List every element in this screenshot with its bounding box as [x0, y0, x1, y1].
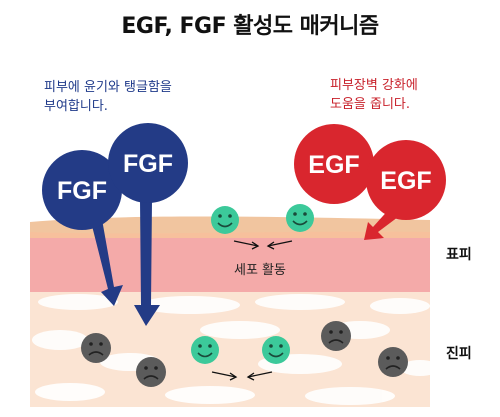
happy-cell: [262, 336, 290, 364]
fgf-arrow-1: [88, 208, 123, 306]
sad-cell: [136, 357, 166, 387]
dermis-label: 진피: [446, 346, 472, 362]
activity-arrows-dermis: [211, 371, 273, 381]
epidermis-inner-layer: [30, 238, 430, 296]
sad-cell: [378, 347, 408, 377]
sad-cell: [321, 321, 351, 351]
fgf-note-line-1: 피부에 윤기와 탱글함을: [44, 80, 172, 95]
happy-cell: [286, 204, 314, 232]
epidermis-label: 표피: [446, 247, 472, 263]
fgf-note-line-2: 부여합니다.: [44, 99, 108, 114]
egf-circle-large: [294, 124, 374, 204]
fgf-circle-small: [108, 123, 188, 203]
happy-cell: [191, 336, 219, 364]
fgf-arrow-2: [134, 200, 160, 326]
egf-small-label: EGF: [380, 167, 431, 195]
page-title: EGF, FGF 활성도 매커니즘: [121, 14, 379, 39]
cell-activity-label: 세포 활동: [234, 263, 286, 278]
fgf-note: 피부에 윤기와 탱글함을 부여합니다.: [44, 78, 172, 116]
activity-arrows-epidermis: [233, 240, 293, 250]
fgf-arrows: [88, 200, 160, 326]
fgf-circle-large: [42, 150, 122, 230]
dermis-fibers: [32, 294, 440, 405]
egf-large-label: EGF: [308, 151, 359, 179]
happy-cell: [211, 206, 239, 234]
egf-note-line-1: 피부장벽 강화에: [330, 78, 418, 93]
fgf-small-label: FGF: [123, 150, 173, 178]
fgf-large-label: FGF: [57, 177, 107, 205]
egf-note: 피부장벽 강화에 도움을 줍니다.: [330, 76, 418, 114]
egf-circle-small: [366, 140, 446, 220]
egf-note-line-2: 도움을 줍니다.: [330, 97, 411, 112]
sad-cell: [81, 333, 111, 363]
